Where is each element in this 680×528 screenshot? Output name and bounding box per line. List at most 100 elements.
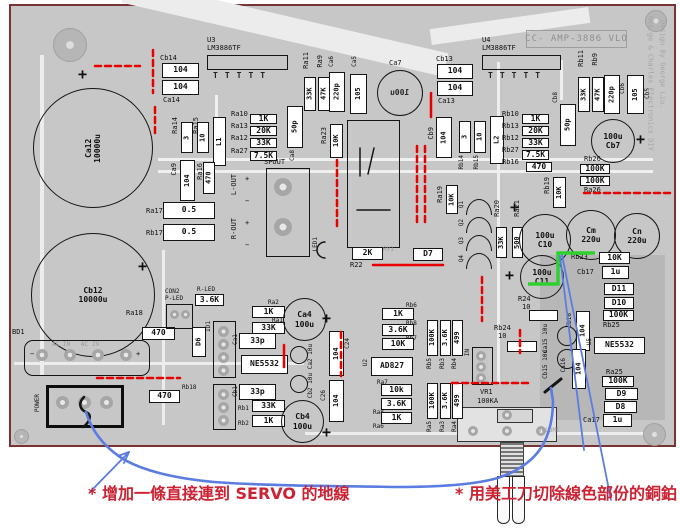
label-con2: CON2 <box>165 288 180 295</box>
polarity-plus: + <box>505 266 515 284</box>
id1-pad <box>218 339 229 350</box>
res-ra16: 470 <box>203 162 215 194</box>
cap-cb2 <box>290 375 308 393</box>
label-rb8: Rb8 <box>406 320 417 327</box>
res-rb4: 499 <box>452 320 463 356</box>
label-rb6: Rb6 <box>406 302 417 309</box>
label-ra12: Ra12 <box>231 134 248 142</box>
res-ra2: 1K <box>252 306 285 318</box>
cap-cb17: 1u <box>602 266 629 279</box>
cap-cb13: 104 <box>437 64 473 79</box>
bd1-pad <box>120 349 132 361</box>
con2-pad <box>170 310 179 319</box>
label-cb2: Cb2 10u <box>307 373 314 399</box>
label-rb13: Rb13 <box>502 122 519 130</box>
ic-u3-lm3886tf <box>207 55 288 70</box>
vr1-bushing <box>500 442 524 477</box>
cap-ca1: 33p <box>239 333 276 349</box>
cap-ca7: 100u <box>377 70 423 116</box>
res-r24 <box>529 310 558 321</box>
res-rb16: 470 <box>526 162 552 172</box>
label-spout: SPOUT <box>264 158 286 166</box>
copper-trace <box>158 158 653 161</box>
label-ra4: Ra4 <box>451 421 458 432</box>
res-ra27: 7.5K <box>250 151 277 161</box>
res-rb12: 33K <box>522 138 549 148</box>
label-rb10: Rb10 <box>502 110 519 118</box>
label-rb19: Rb19 <box>543 177 551 194</box>
cap-ca14: 104 <box>162 80 199 95</box>
cap-cb4: Cb4 100u <box>281 400 324 443</box>
cap-ca5: 105 <box>350 74 367 114</box>
label-ra13: Ra13 <box>231 122 248 130</box>
label-ca6: Ca6 <box>328 56 335 67</box>
label-ca16: Ca16 <box>560 358 567 373</box>
res-rb25: 100K <box>603 310 634 321</box>
label-ra23: Ra23 <box>320 127 328 144</box>
bridge-bd1 <box>24 340 150 376</box>
polarity-plus: + <box>78 65 88 83</box>
res-ra8: 1K <box>381 412 412 424</box>
label-l-out: L-OUT <box>230 174 238 196</box>
connector-in <box>472 347 493 385</box>
label-r22: R22 <box>350 261 363 269</box>
relay-ry1 <box>347 120 400 248</box>
label-c24: C24 <box>344 338 351 349</box>
annotation-cut-copper: * 用美工刀切除線色部份的銅鉑 <box>455 484 677 503</box>
label-q3: Q3 <box>458 237 465 245</box>
label-ac-in: AC IN AC IN <box>52 341 99 348</box>
credit-text-1: George & Charles Electronics DIY <box>646 16 655 151</box>
copper-trace <box>158 170 653 173</box>
res-rb11: 33K <box>578 77 590 112</box>
label-bd1: BD1 <box>12 328 25 336</box>
connector-id1 <box>213 321 236 378</box>
res-ra5: 100K <box>427 383 438 419</box>
label-ra10: Ra10 <box>231 110 248 118</box>
annotation-servo-ground: * 增加一條直接連到 SERVO 的地線 <box>88 484 350 503</box>
label-r24: R24 <box>518 295 531 303</box>
res-rb19: 10K <box>553 177 566 208</box>
transistor-q4 <box>466 253 492 269</box>
spout-pad <box>274 218 292 236</box>
power-pad <box>56 396 69 409</box>
connector-spout <box>266 168 310 257</box>
inductor-l1: L1 <box>213 117 226 166</box>
label-cb16: Cb16 <box>566 313 573 328</box>
cap-c26: 104 <box>329 380 344 422</box>
label-rb27: Rb27 <box>502 146 519 154</box>
label-plus: + <box>136 350 141 358</box>
res-ra12: 33K <box>250 138 277 148</box>
spout-pad <box>274 178 292 196</box>
res-ra18: 470 <box>142 327 175 340</box>
label-ra6: Ra6 <box>373 423 384 430</box>
bd1-pad <box>36 349 48 361</box>
label-minus: − <box>30 350 35 358</box>
label-r-out: R-OUT <box>230 218 238 240</box>
label-rb4: Rb4 <box>451 358 458 369</box>
label-rb9: Rb9 <box>591 53 599 66</box>
diode-d9: D9 <box>605 388 638 400</box>
res-ra1: 33K <box>252 322 285 334</box>
label-ra25: Ra25 <box>606 368 623 376</box>
board-title-box: CC- AMP-3886 VLO <box>525 30 627 48</box>
label-ca17: Ca17 <box>583 416 600 424</box>
res-rb18: 470 <box>149 390 180 403</box>
label-q4: Q4 <box>458 255 465 263</box>
cap-ca2 <box>290 346 308 364</box>
label-rb2: Rb2 <box>238 420 249 427</box>
id2-pad <box>218 415 229 426</box>
label-rb23: Rb23 <box>571 253 588 261</box>
label-ca14: Ca14 <box>163 96 180 104</box>
res-ra3: 3.6K <box>440 383 451 419</box>
label-ca13: Ca13 <box>438 97 455 105</box>
power-pad <box>100 396 113 409</box>
label-cb17: Cb17 <box>577 268 594 276</box>
label-u3: U3 <box>207 36 216 44</box>
label-u2: U2 <box>362 359 369 367</box>
label-cb6: Cb6 <box>619 83 626 94</box>
label-p-led: P-LED <box>165 295 184 302</box>
label-rb26: Rb26 <box>584 155 601 163</box>
res-r22: 2K <box>352 247 383 260</box>
bd1-pad <box>92 349 104 361</box>
